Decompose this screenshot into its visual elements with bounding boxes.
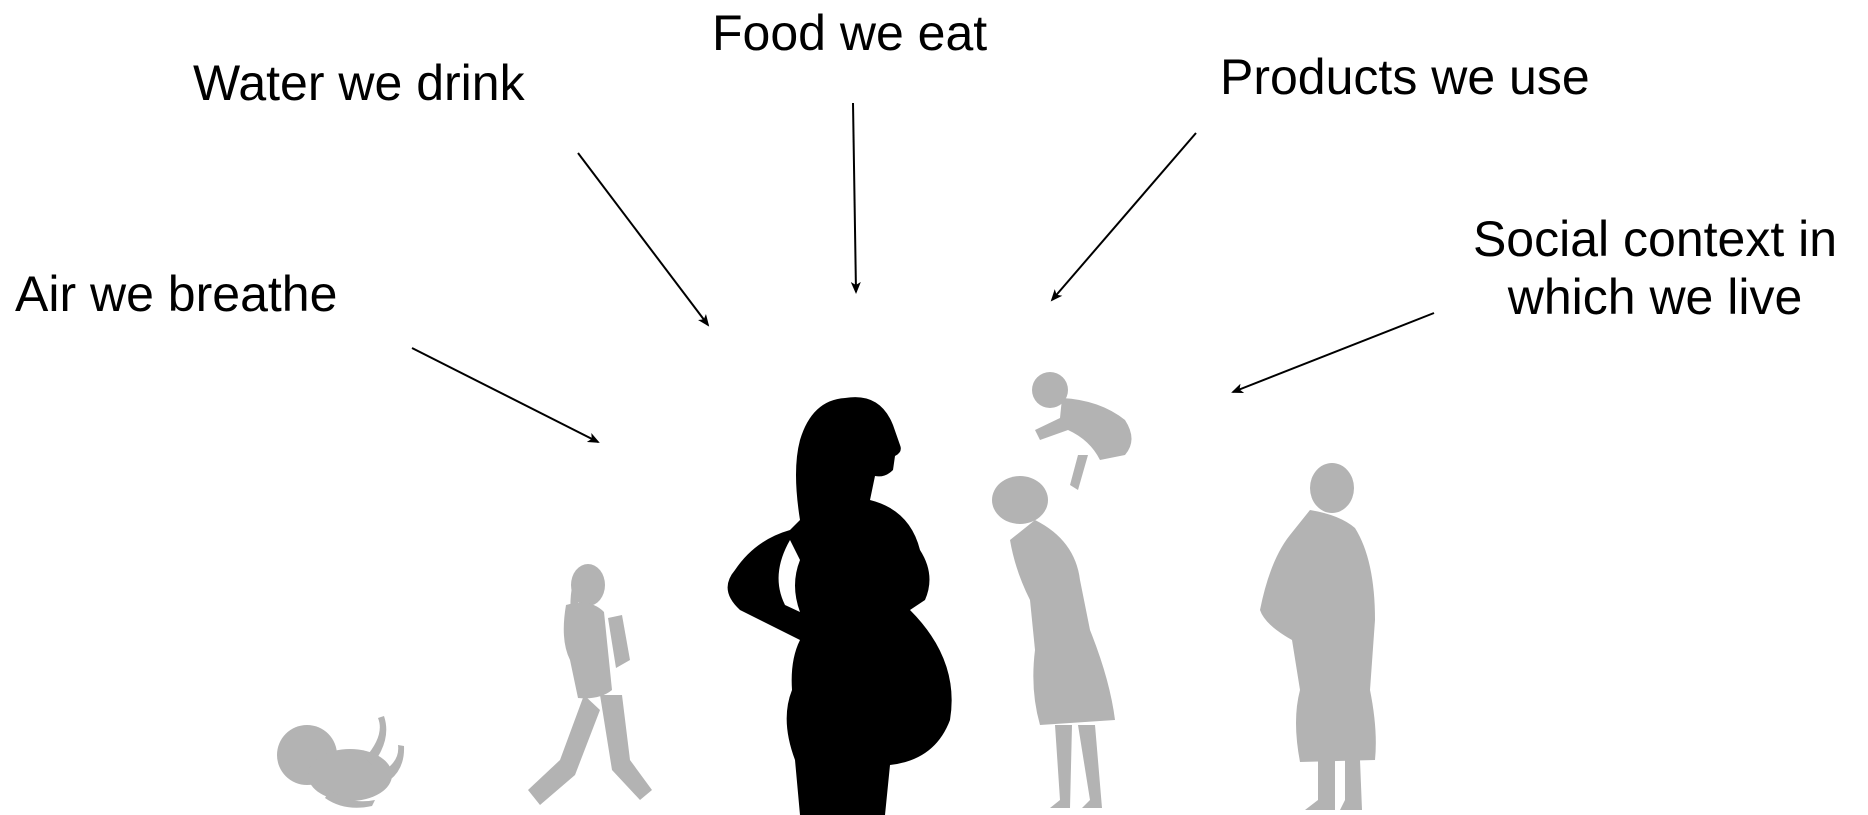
mother-baby-silhouette: [992, 372, 1132, 808]
label-social-line2: which we live: [1507, 269, 1803, 325]
arrow-air: [411, 347, 600, 443]
label-social: Social context in which we live: [1455, 210, 1855, 326]
arrow-water: [577, 152, 710, 327]
label-food: Food we eat: [712, 5, 988, 61]
label-products: Products we use: [1220, 49, 1590, 105]
label-water: Water we drink: [193, 55, 525, 111]
label-air: Air we breathe: [15, 266, 338, 322]
arrow-products: [1050, 132, 1197, 302]
label-social-line1: Social context in: [1472, 211, 1838, 267]
elderly-woman-silhouette: [1260, 463, 1376, 810]
child-silhouette: [528, 564, 652, 805]
fetus-silhouette: [277, 716, 405, 808]
arrow-social: [1231, 312, 1435, 393]
pregnant-woman-silhouette: [727, 397, 952, 815]
arrow-food: [850, 102, 861, 294]
